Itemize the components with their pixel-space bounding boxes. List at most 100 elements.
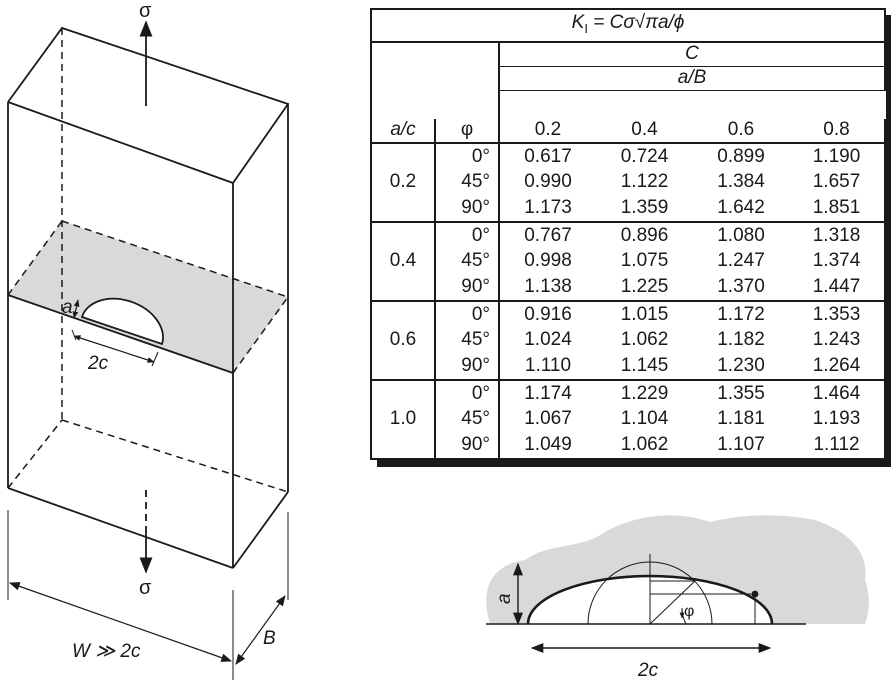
coefficient-value: 1.182 <box>717 329 765 351</box>
coefficient-value: 1.851 <box>789 195 887 223</box>
coefficient-value: 1.080 <box>717 224 765 246</box>
length-label: 2c <box>637 660 659 681</box>
crack-length-label: 2c <box>87 353 109 374</box>
table-row: 45° 0.998 1.075 1.247 1.374 <box>371 248 887 275</box>
coefficient-value: 1.145 <box>596 353 693 381</box>
ab-value: 0.6 <box>693 118 789 144</box>
width-dimension <box>8 582 233 662</box>
crack-depth-label: a <box>62 297 73 318</box>
sigma-top-label: σ <box>139 0 152 22</box>
phi-header: φ <box>435 118 500 144</box>
coefficient-value: 1.190 <box>789 142 887 170</box>
coefficient-value: 1.464 <box>789 379 887 407</box>
crack-plane <box>8 221 288 373</box>
phi-value: 45° <box>435 248 500 275</box>
crack-plane-front-edge <box>7 294 234 374</box>
coefficient-value: 1.174 <box>524 382 572 404</box>
coefficient-value: 1.247 <box>717 250 765 272</box>
coefficient-value: 1.024 <box>524 329 572 351</box>
formula-k: K <box>571 11 585 33</box>
ac-value: 1.0 <box>370 379 436 461</box>
phi-value: 0° <box>435 142 500 170</box>
coefficient-value: 1.657 <box>789 169 887 196</box>
coefficient-value: 1.447 <box>789 274 887 302</box>
coefficient-value: 1.193 <box>789 406 887 433</box>
coefficient-value: 0.916 <box>524 303 572 325</box>
coefficient-value: 0.899 <box>717 145 765 167</box>
ac-value: 0.6 <box>370 300 436 381</box>
coefficient-value: 0.990 <box>524 171 572 193</box>
formula-cell: KI = Cσ√πa/ϕ <box>369 8 887 43</box>
ab-value: 0.2 <box>499 118 596 144</box>
coefficient-value: 1.112 <box>789 432 887 460</box>
coefficient-value: 1.049 <box>499 432 596 460</box>
coefficient-value: 1.384 <box>717 171 765 193</box>
formula-rest: = Cσ√πa/ϕ <box>587 11 685 33</box>
coefficient-value: 1.104 <box>620 408 669 430</box>
coefficient-value: 1.359 <box>596 195 693 223</box>
ab-header: a/B <box>499 66 887 91</box>
coefficient-value: 1.062 <box>596 432 693 460</box>
crack-detail-diagram: φ a 2c <box>486 515 869 681</box>
ac-header: a/c <box>370 118 436 144</box>
ab-value: 0.8 <box>789 118 887 144</box>
angle-label: φ <box>684 603 694 620</box>
coefficient-table: KI = Cσ√πa/ϕ C a/B a/c φ 0.2 0.4 0.6 0.8… <box>369 8 887 461</box>
coefficient-value: 1.229 <box>620 382 669 404</box>
formula-k-sub: I <box>584 20 588 36</box>
coefficient-value: 1.172 <box>717 303 765 325</box>
ac-value: 0.4 <box>370 221 436 302</box>
ac-value: 0.2 <box>370 142 436 223</box>
crack-front-point <box>751 590 759 598</box>
coefficient-value: 1.015 <box>620 303 669 325</box>
coefficient-value: 0.617 <box>524 145 572 167</box>
phi-value: 0° <box>435 221 500 249</box>
phi-value: 0° <box>435 379 500 407</box>
c-header: C <box>499 42 887 67</box>
coefficient-value: 1.181 <box>717 408 765 430</box>
coefficient-value: 0.767 <box>524 224 572 246</box>
coefficient-value: 1.173 <box>499 195 596 223</box>
phi-value: 90° <box>435 353 500 381</box>
thickness-dimension <box>235 595 286 665</box>
coefficient-value: 1.374 <box>789 248 887 275</box>
phi-value: 90° <box>435 432 500 460</box>
coefficient-value: 1.075 <box>620 250 669 272</box>
specimen-diagram: a 2c σ σ W ≫ 2c B <box>7 0 290 680</box>
surface-crack <box>80 297 164 346</box>
table-row: 45° 0.990 1.122 1.384 1.657 <box>371 169 887 196</box>
coefficient-value: 1.355 <box>717 382 765 404</box>
coefficient-value: 1.370 <box>693 274 789 302</box>
width-label: W ≫ 2c <box>72 641 141 662</box>
coefficient-value: 1.110 <box>499 353 596 381</box>
coefficient-value: 1.225 <box>596 274 693 302</box>
phi-value: 0° <box>435 300 500 328</box>
coefficient-value: 1.122 <box>620 171 669 193</box>
coefficient-value: 1.067 <box>524 408 572 430</box>
coefficient-value: 0.724 <box>620 145 669 167</box>
coefficient-value: 0.998 <box>524 250 572 272</box>
coefficient-value: 1.318 <box>789 221 887 249</box>
phi-value: 45° <box>435 406 500 433</box>
coefficient-value: 1.353 <box>789 300 887 328</box>
phi-value: 90° <box>435 195 500 223</box>
depth-label: a <box>494 593 515 604</box>
coefficient-value: 1.264 <box>789 353 887 381</box>
phi-value: 90° <box>435 274 500 302</box>
ab-value: 0.4 <box>596 118 693 144</box>
table-row: 45° 1.067 1.104 1.181 1.193 <box>371 406 887 433</box>
coefficient-value: 0.896 <box>620 224 669 246</box>
sigma-bottom-label: σ <box>139 577 152 599</box>
phi-value: 45° <box>435 327 500 354</box>
coefficient-value: 1.642 <box>693 195 789 223</box>
coefficient-value: 1.138 <box>499 274 596 302</box>
phi-value: 45° <box>435 169 500 196</box>
